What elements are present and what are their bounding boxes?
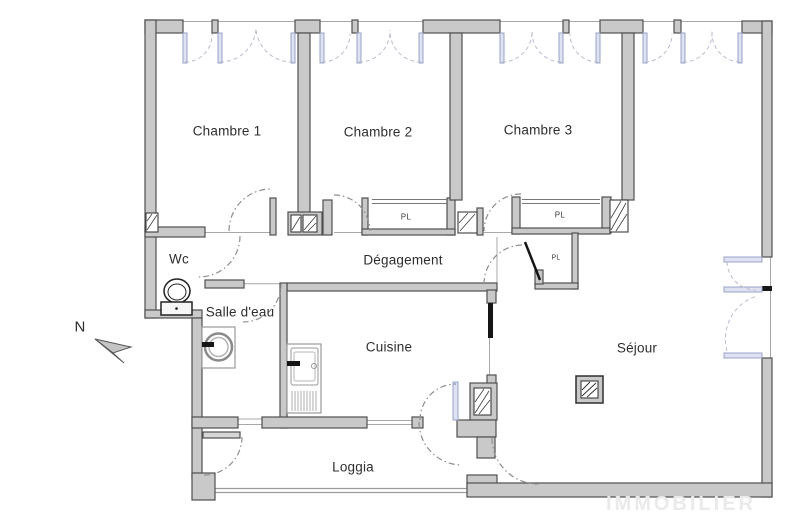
kitchen-sink-icon (286, 343, 322, 414)
room-label-chambre3: Chambre 3 (503, 122, 573, 138)
windows (182, 28, 763, 421)
structural-black-details (488, 286, 772, 338)
room-label-cuisine: Cuisine (365, 339, 413, 355)
closet-sliding-doors (372, 199, 600, 204)
room-label-sejour: Séjour (616, 340, 658, 356)
north-arrow-icon (94, 338, 133, 364)
room-label-chambre1: Chambre 1 (192, 123, 262, 139)
room-label-degagement: Dégagement (363, 252, 443, 268)
washing-machine-icon (201, 326, 236, 369)
compass-north-label: N (74, 318, 86, 336)
duct-icon (575, 375, 604, 404)
closet-label-1: PL (400, 212, 412, 222)
closet-label-2: PL (554, 210, 566, 220)
room-label-wc: Wc (169, 251, 189, 267)
loggia-railing (213, 487, 467, 494)
room-label-salle-deau: Salle d'eau (205, 304, 275, 320)
toilet-icon (160, 278, 193, 316)
closet-door-leaf (523, 241, 542, 281)
door-swings (198, 188, 539, 485)
watermark: IMMOBILIER (606, 493, 756, 514)
room-label-loggia: Loggia (332, 459, 374, 475)
closet-label-3: PL (551, 254, 561, 262)
room-label-chambre2: Chambre 2 (343, 124, 413, 140)
walls (144, 19, 773, 501)
hatch-strokes (146, 200, 628, 415)
